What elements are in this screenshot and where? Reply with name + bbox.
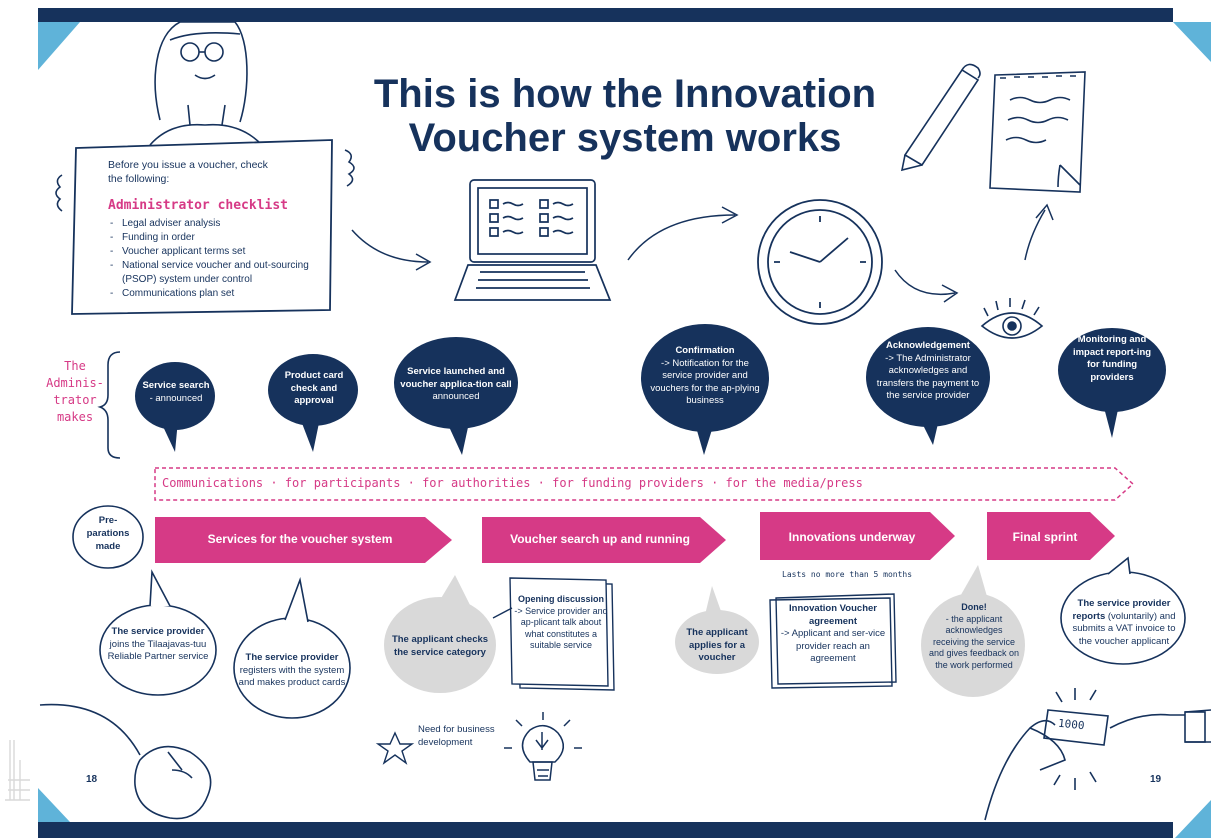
phase-voucher-search: Voucher search up and running xyxy=(510,532,690,546)
admin-bubble-acknowledgement: Acknowledgement-> The Administrator ackn… xyxy=(870,340,986,403)
phase-arrows xyxy=(155,512,1115,563)
phase-services: Services for the voucher system xyxy=(207,532,393,546)
duration-note: Lasts no more than 5 months xyxy=(782,570,913,579)
title-line-2: Voucher system works xyxy=(408,116,842,160)
bubble-title: Acknowledgement xyxy=(886,340,970,351)
note-opening-discussion: Opening discussion-> Service provider an… xyxy=(514,594,608,652)
eye-icon xyxy=(980,298,1044,339)
note-title: The service provider xyxy=(245,652,339,663)
clock-icon xyxy=(757,199,883,325)
bubble-text: announced xyxy=(432,391,480,402)
admin-bubble-product-card: Product card check and approval xyxy=(276,370,352,408)
corner-bottom-left xyxy=(38,788,70,822)
banknote-value: 1000 xyxy=(1057,716,1086,733)
phase-innovations: Innovations underway xyxy=(788,530,916,544)
building-outline xyxy=(5,740,30,801)
administrator-checklist: Before you issue a voucher, check the fo… xyxy=(108,158,323,301)
note-cards xyxy=(509,577,897,691)
star-icon xyxy=(375,731,415,765)
admin-bubble-confirmation: Confirmation-> Notification for the serv… xyxy=(645,345,765,408)
phase-final-sprint: Final sprint xyxy=(1012,530,1078,544)
preparations-circle xyxy=(72,505,144,569)
administrator-label: The Adminis-trator makes xyxy=(46,359,104,424)
top-bar xyxy=(38,8,1173,22)
note-text: - the applicant acknowledges receiving t… xyxy=(928,613,1020,670)
checklist-heading: Administrator checklist xyxy=(108,198,289,213)
note-text: joins the Tilaajavas-tuu Reliable Partne… xyxy=(107,638,209,663)
laptop-icon xyxy=(453,179,612,301)
bubble-title: Product card check and approval xyxy=(284,370,344,406)
bubble-text: -> The Administrator acknowledges and tr… xyxy=(876,352,980,402)
checklist-item: Communications plan set xyxy=(108,287,323,301)
preparations-label: Pre-parations made xyxy=(86,515,130,552)
page-title: This is how the Innovation Voucher syste… xyxy=(300,72,950,160)
corner-top-left xyxy=(38,22,80,70)
note-title: Innovation Voucher agreement xyxy=(789,603,877,627)
checklist-item: Legal adviser analysis xyxy=(108,217,323,231)
communications-label: Communications · for participants · for … xyxy=(162,476,863,490)
note-text: -> Applicant and ser-vice provider reach… xyxy=(780,628,886,664)
bubble-title: Confirmation xyxy=(675,345,735,356)
communications-frame xyxy=(154,467,1135,501)
note-provider-reports: The service provider reports (voluntaril… xyxy=(1066,598,1182,648)
notepad-icon xyxy=(989,71,1086,193)
checklist-intro: Before you issue a voucher, check the fo… xyxy=(108,159,268,185)
note-done: Done!- the applicant acknowledges receiv… xyxy=(928,602,1020,671)
note-applicant-checks: The applicant checks the service categor… xyxy=(391,634,489,658)
page-number-left: 18 xyxy=(86,774,98,785)
checklist-item: Voucher applicant terms set xyxy=(108,245,323,259)
note-title: Done! xyxy=(961,602,987,612)
note-text: (voluntarily) and submits a VAT invoice … xyxy=(1072,610,1176,647)
need-label: Need for business development xyxy=(418,724,495,748)
bubble-text: -> Notification for the service provider… xyxy=(650,357,760,407)
admin-bubble-monitoring: Monitoring and impact report-ing for fun… xyxy=(1070,334,1154,384)
admin-bubble-service-search: Service search- announced xyxy=(140,380,212,405)
bubble-title: Service search xyxy=(142,380,210,391)
flow-arrows xyxy=(351,203,1054,303)
note-text: registers with the system and makes prod… xyxy=(238,664,346,689)
note-text: -> Service provider and ap-plicant talk … xyxy=(514,605,608,651)
person-illustration xyxy=(55,21,355,212)
checklist-item: National service voucher and out-sourcin… xyxy=(108,259,323,287)
bubble-title: Monitoring and impact report-ing for fun… xyxy=(1072,334,1152,383)
note-title: The service provider reports xyxy=(1072,598,1171,622)
admin-brace xyxy=(97,351,121,459)
note-bubble-shapes xyxy=(99,556,1186,719)
note-title: Opening discussion xyxy=(517,594,604,604)
checklist-item: Funding in order xyxy=(108,231,323,245)
admin-bubble-service-launched: Service launched and voucher applica-tio… xyxy=(400,366,512,404)
hands-banknote-icon xyxy=(984,688,1211,821)
bubble-text: - announced xyxy=(149,392,203,404)
grey-bubble-shapes xyxy=(384,565,1025,697)
bottom-bar xyxy=(38,822,1173,838)
mouse-icon xyxy=(39,703,212,820)
corner-top-right xyxy=(1173,22,1211,62)
note-applicant-applies: The applicant applies for a voucher xyxy=(686,627,748,663)
page-number-right: 19 xyxy=(1150,774,1162,785)
corner-bottom-right xyxy=(1175,800,1211,838)
title-line-1: This is how the Innovation xyxy=(373,72,877,116)
pencil-icon xyxy=(900,63,981,172)
note-voucher-agreement: Innovation Voucher agreement-> Applicant… xyxy=(776,603,890,666)
note-title: The service provider xyxy=(111,626,205,637)
bubble-title: Service launched and voucher applica-tio… xyxy=(400,366,512,390)
checklist-items: Legal adviser analysis Funding in order … xyxy=(108,217,323,301)
lightbulb-icon xyxy=(504,712,582,781)
admin-bubble-shapes xyxy=(135,324,1166,455)
